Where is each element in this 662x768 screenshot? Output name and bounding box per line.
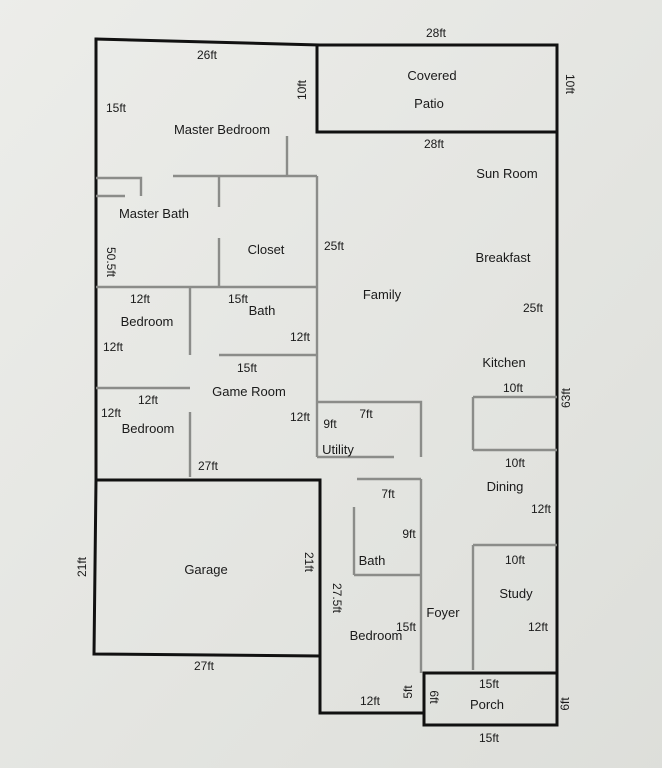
room-covered-patio-2: Patio: [414, 96, 444, 111]
wall-top-left: [94, 37, 320, 47]
dim-game-right: 12ft: [290, 410, 311, 424]
dim-porch-right: 6ft: [558, 697, 572, 711]
dim-game-top: 15ft: [237, 361, 258, 375]
outer-walls: [92, 37, 559, 727]
room-utility: Utility: [322, 442, 354, 457]
dim-master-left: 15ft: [106, 101, 127, 115]
dim-bedroom-c-bottom: 12ft: [360, 694, 381, 708]
dim-porch-left: 6ft: [427, 690, 441, 704]
dim-bedroom-a-top: 12ft: [130, 292, 151, 306]
dim-left-wing: 50.5ft: [104, 247, 118, 278]
dim-study-right: 12ft: [528, 620, 549, 634]
room-bedroom-c: Bedroom: [350, 628, 403, 643]
dim-kitchen-top: 10ft: [503, 381, 524, 395]
room-dining: Dining: [487, 479, 524, 494]
patio-outline: [315, 43, 559, 134]
wall-master-bath-top: [96, 176, 143, 196]
dim-patio-bottom: 28ft: [424, 137, 445, 151]
dim-top-right: 28ft: [426, 26, 447, 40]
dim-bath-lower-side: 9ft: [402, 527, 416, 541]
room-bath-lower: Bath: [359, 553, 386, 568]
room-closet: Closet: [248, 242, 285, 257]
dim-patio-side-right: 10ft: [563, 74, 577, 95]
dim-right-total: 63ft: [559, 387, 573, 408]
dim-dining-right: 12ft: [531, 502, 552, 516]
room-kitchen: Kitchen: [482, 355, 525, 370]
room-family: Family: [363, 287, 402, 302]
dim-master-top: 26ft: [197, 48, 218, 62]
room-bedroom-a: Bedroom: [121, 314, 174, 329]
dim-porch-bottom: 15ft: [479, 731, 500, 745]
room-game-room: Game Room: [212, 384, 286, 399]
dim-patio-side-left: 10ft: [295, 79, 309, 100]
room-covered-patio-1: Covered: [407, 68, 456, 83]
room-breakfast: Breakfast: [476, 250, 531, 265]
wall-bedroom-bottom: [318, 654, 426, 715]
dim-porch-top: 15ft: [479, 677, 500, 691]
room-labels: Master Bedroom Master Bath Closet Covere…: [119, 68, 538, 712]
dim-utility-top: 7ft: [359, 407, 373, 421]
dim-foyer-bottom: 5ft: [401, 685, 415, 699]
dimension-labels: 28ft 26ft 28ft 15ft 25ft 25ft 12ft 15ft …: [101, 26, 552, 745]
room-study: Study: [499, 586, 533, 601]
dim-bedroom-b-top: 12ft: [138, 393, 159, 407]
porch-outline: [422, 671, 559, 727]
room-porch: Porch: [470, 697, 504, 712]
dim-bedroom-b-left: 12ft: [101, 406, 122, 420]
dim-garage-left: 21ft: [75, 556, 89, 577]
dim-bedroom-c-right: 15ft: [396, 620, 417, 634]
dim-garage-right: 21ft: [302, 552, 316, 573]
room-sun-room: Sun Room: [476, 166, 537, 181]
dim-utility-side: 9ft: [323, 417, 337, 431]
dim-garage-bottom: 27ft: [194, 659, 215, 673]
dim-bath-top: 15ft: [228, 292, 249, 306]
dim-bedroom-c-side: 27.5ft: [330, 583, 344, 614]
dim-family-side: 25ft: [324, 239, 345, 253]
room-master-bath: Master Bath: [119, 206, 189, 221]
room-foyer: Foyer: [426, 605, 460, 620]
dim-breakfast-side: 25ft: [523, 301, 544, 315]
dim-bedroom-a-left: 12ft: [103, 340, 124, 354]
dim-bath-lower-top: 7ft: [381, 487, 395, 501]
dimension-labels-rotated: 10ft 10ft 50.5ft 63ft 21ft 21ft 27.5ft 5…: [75, 74, 577, 711]
dim-kitchen-bottom: 10ft: [505, 456, 526, 470]
room-garage: Garage: [184, 562, 227, 577]
dim-bath-right: 12ft: [290, 330, 311, 344]
dim-game-bottom: 27ft: [198, 459, 219, 473]
room-master-bedroom: Master Bedroom: [174, 122, 270, 137]
room-bath-upper: Bath: [249, 303, 276, 318]
dim-study-top: 10ft: [505, 553, 526, 567]
room-bedroom-b: Bedroom: [122, 421, 175, 436]
wall-utility-top: [317, 400, 423, 457]
interior-walls: [96, 136, 557, 673]
